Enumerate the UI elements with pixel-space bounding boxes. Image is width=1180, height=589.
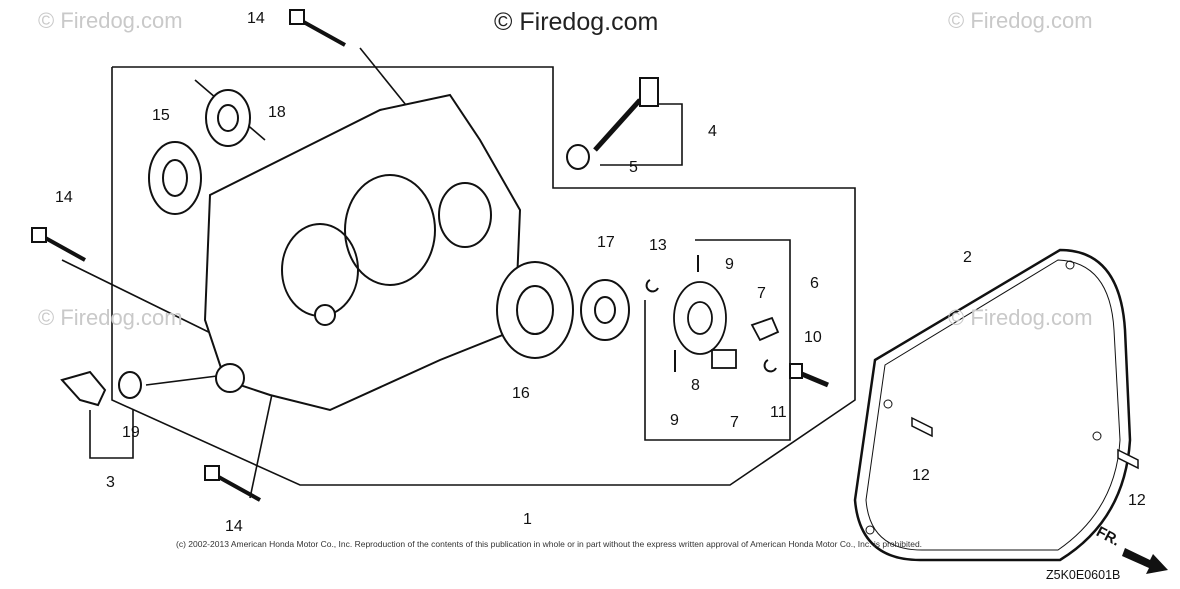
direction-arrow-icon [1122, 548, 1168, 574]
snap-ring-13 [645, 279, 659, 293]
callout-3: 3 [106, 474, 115, 491]
callout-14-top: 14 [247, 10, 265, 27]
bearing-16 [496, 261, 574, 359]
flange-bolt-14 [31, 9, 346, 502]
callout-10: 10 [804, 329, 822, 346]
bearing-17 [580, 279, 630, 341]
gasket-2 [853, 248, 1132, 562]
bracket-3 [89, 410, 134, 459]
dowel-pin-12 [911, 416, 1139, 470]
callout-9-top: 9 [725, 256, 734, 273]
callout-9-bottom: 9 [670, 412, 679, 429]
callout-2: 2 [963, 249, 972, 266]
callout-7-top: 7 [757, 285, 766, 302]
spring-7 [750, 316, 780, 342]
crankcase-cover [203, 93, 522, 412]
callout-19: 19 [122, 424, 140, 441]
watermark-main: © Firedog.com [494, 8, 659, 36]
callout-4: 4 [708, 123, 717, 140]
governor-gear-8 [673, 281, 737, 369]
callout-1: 1 [523, 511, 532, 528]
copyright-notice: (c) 2002-2013 American Honda Motor Co., … [176, 539, 923, 549]
assembly-bracket-1 [111, 66, 856, 486]
callout-14-left: 14 [55, 189, 73, 206]
callout-13: 13 [649, 237, 667, 254]
bearing-18 [205, 89, 251, 147]
o-ring-19 [118, 371, 142, 399]
bracket-6 [644, 239, 791, 441]
drain-plug-3 [60, 370, 107, 407]
bearing-15 [148, 141, 202, 215]
clip-11 [763, 359, 777, 373]
callout-11: 11 [770, 404, 787, 421]
callout-17: 17 [597, 234, 615, 251]
oil-filler-cap-4 [593, 77, 659, 152]
callout-6: 6 [810, 275, 819, 292]
callout-15: 15 [152, 107, 170, 124]
callout-5: 5 [629, 159, 638, 176]
callout-14-bottom: 14 [225, 518, 243, 535]
watermark-mid-right: © Firedog.com [948, 305, 1093, 330]
document-code: Z5K0E0601B [1046, 568, 1121, 582]
bracket-4 [600, 103, 683, 166]
watermark-top-right: © Firedog.com [948, 8, 1093, 33]
callout-7-bottom: 7 [730, 414, 739, 431]
watermark-mid-left: © Firedog.com [38, 305, 183, 330]
callout-12-right: 12 [1128, 492, 1146, 509]
o-ring-5 [566, 144, 590, 170]
callout-8: 8 [691, 377, 700, 394]
callout-16: 16 [512, 385, 530, 402]
callout-18: 18 [268, 104, 286, 121]
callout-12-left: 12 [912, 467, 930, 484]
bolt-10 [789, 363, 829, 388]
watermark-top-left: © Firedog.com [38, 8, 183, 33]
